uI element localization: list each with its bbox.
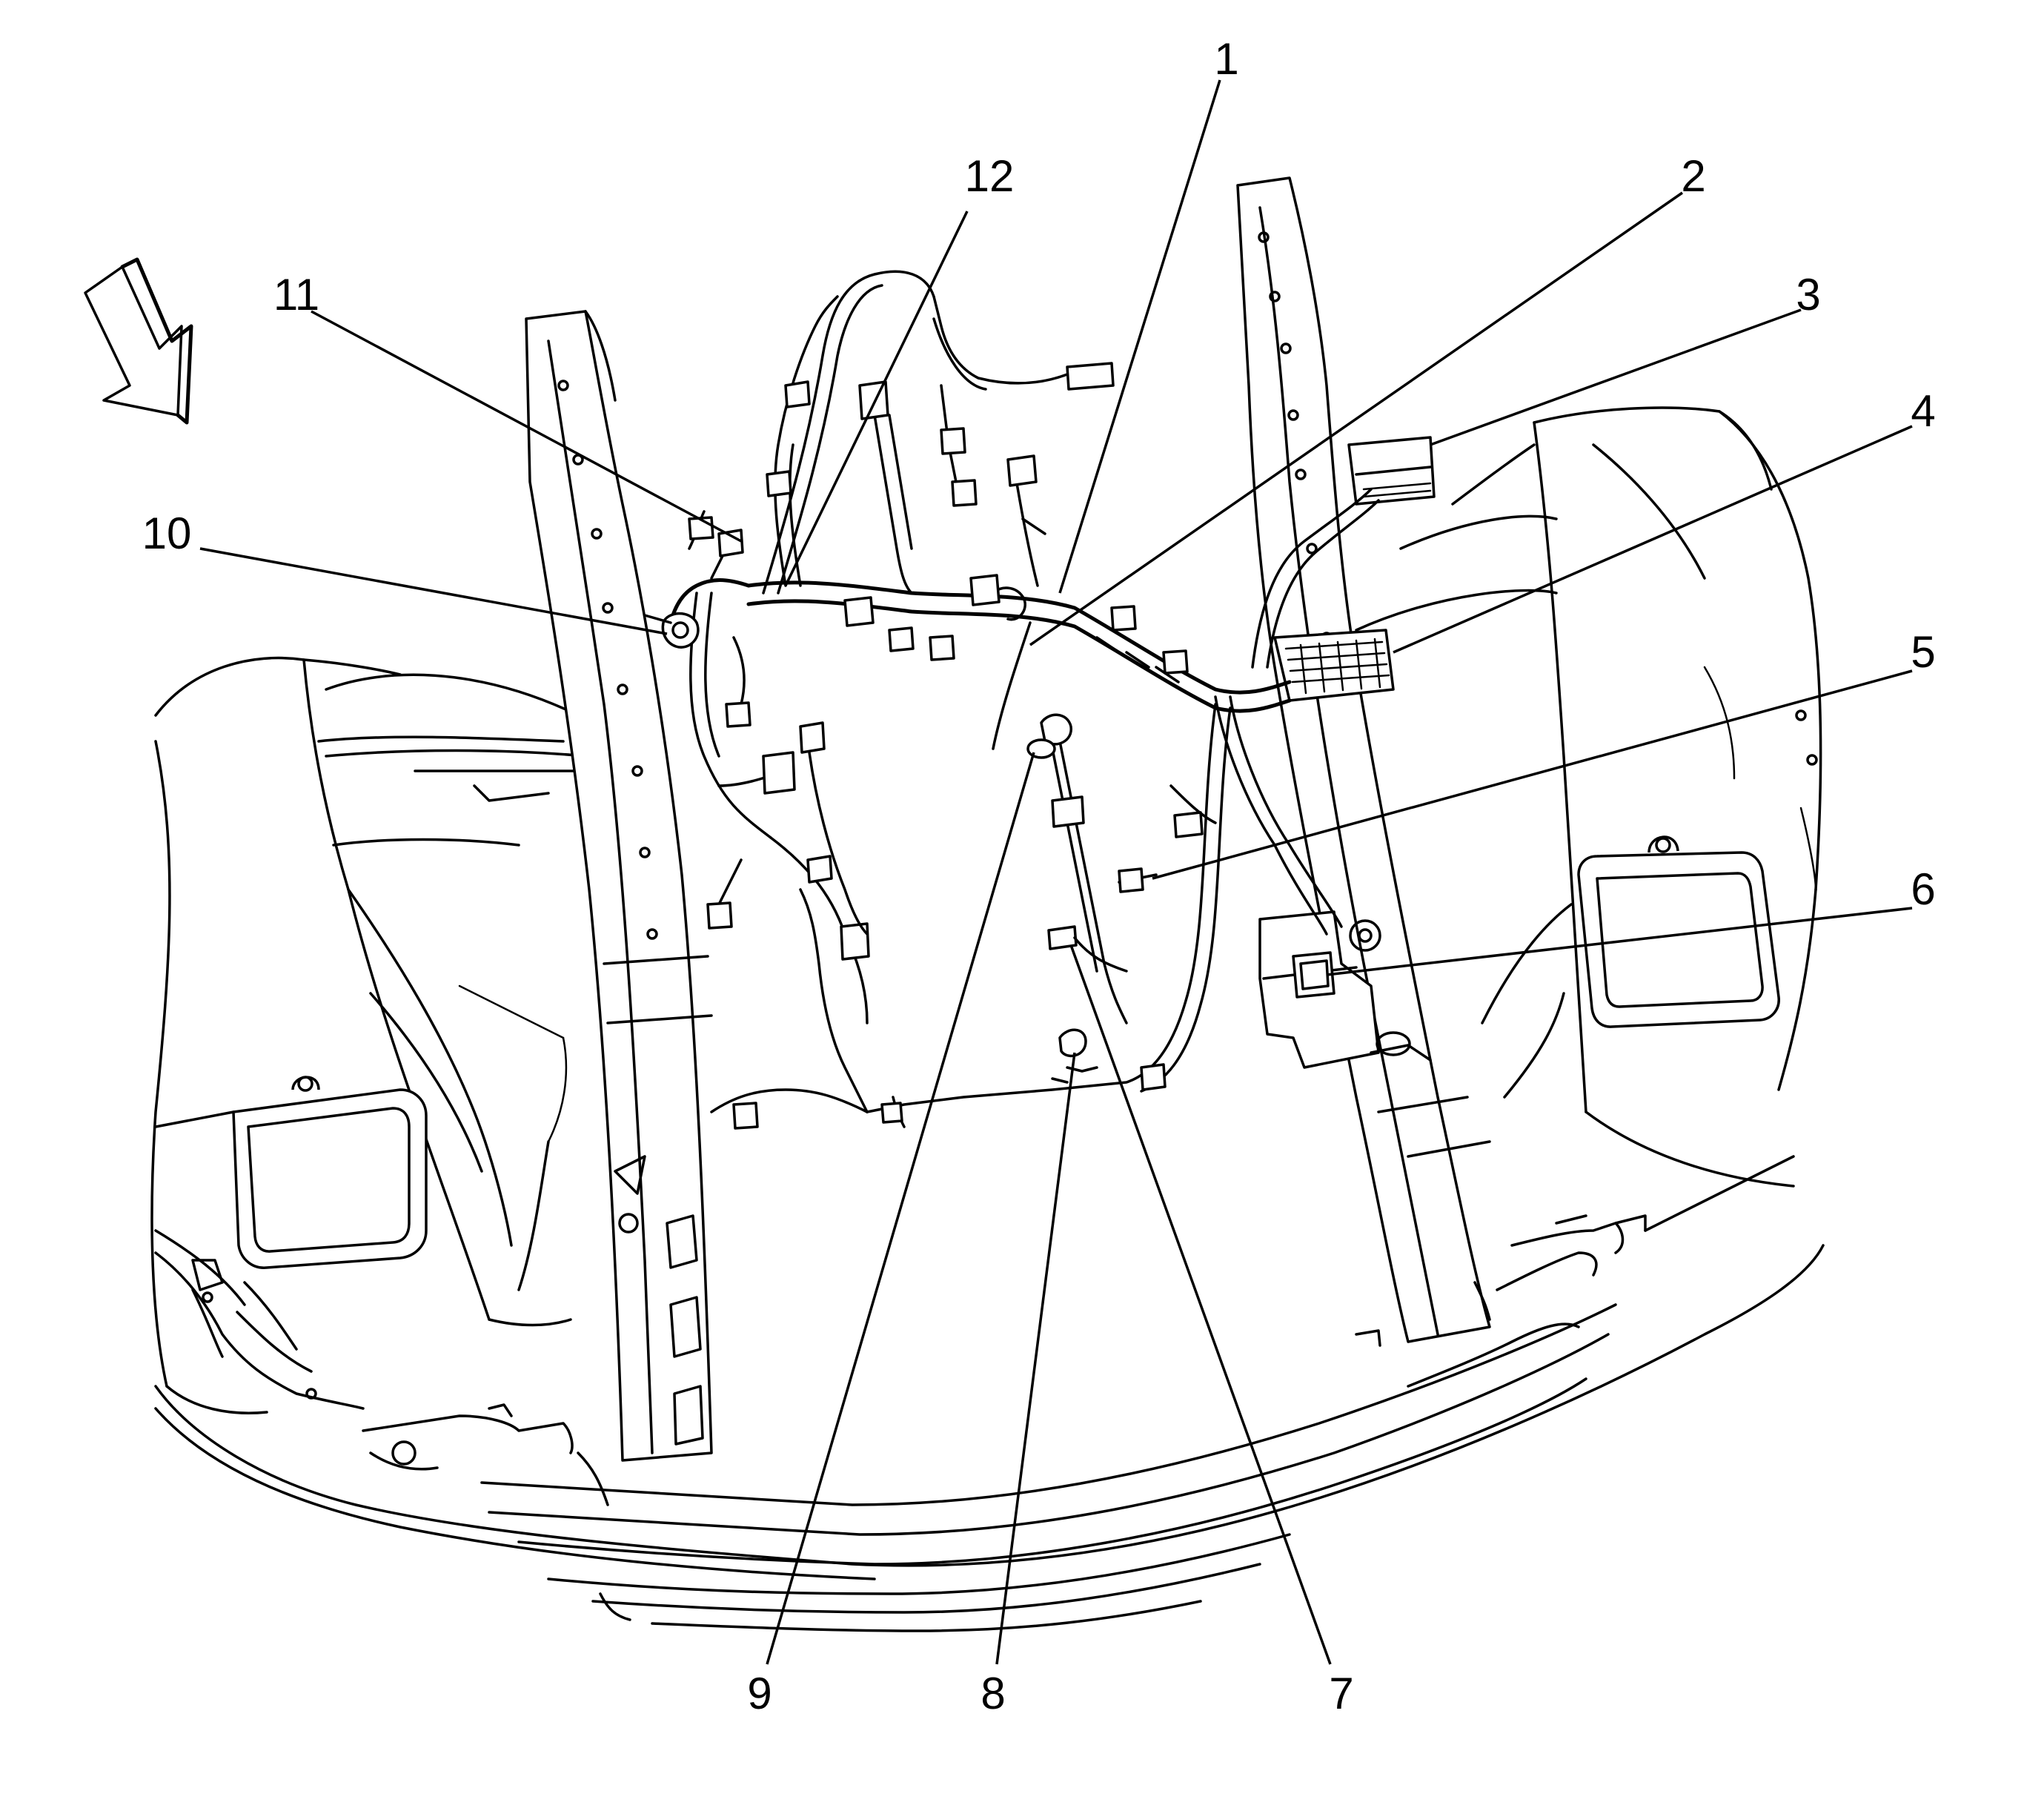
leader-5 <box>1152 669 1913 880</box>
leader-11 <box>311 310 742 543</box>
callout-4: 4 <box>1911 386 1935 436</box>
leader-8 <box>995 1052 1076 1665</box>
left-headlamp-bracket <box>154 1076 428 1306</box>
callout-1: 1 <box>1214 34 1238 84</box>
front-bumper-fascia <box>154 1155 1825 1632</box>
right-relay-block <box>1347 436 1436 506</box>
callout-7: 7 <box>1329 1669 1353 1718</box>
callout-11: 11 <box>273 270 319 320</box>
leader-12 <box>784 211 969 586</box>
callout-10: 10 <box>142 509 192 558</box>
callout-3: 3 <box>1796 270 1820 320</box>
left-frame-rail <box>525 310 713 1462</box>
leader-7 <box>1069 944 1332 1665</box>
leader-3 <box>1430 308 1802 446</box>
right-headlamp-bracket <box>1577 835 1780 1028</box>
leader-10 <box>199 547 668 635</box>
callout-2: 2 <box>1681 151 1705 201</box>
right-side-module-bracket <box>1258 910 1432 1069</box>
callout-6: 6 <box>1911 864 1935 914</box>
leader-9 <box>766 752 1035 1665</box>
right-fuse-block <box>1273 629 1395 702</box>
callout-5: 5 <box>1911 627 1935 677</box>
callout-labels: 1 2 3 4 5 6 7 8 9 10 11 12 <box>142 34 1936 1718</box>
leader-2 <box>1029 191 1683 646</box>
leader-6 <box>1326 907 1913 976</box>
right-frame-rail <box>1236 176 1491 1343</box>
view-direction-arrow-icon <box>84 257 193 425</box>
callout-9: 9 <box>747 1669 772 1718</box>
callout-8: 8 <box>980 1669 1005 1718</box>
right-fender <box>1355 406 1822 1188</box>
leader-4 <box>1393 425 1913 654</box>
leader-lines <box>199 79 1913 1665</box>
left-fender <box>150 656 609 1414</box>
wiring-harness <box>643 270 1380 1130</box>
callout-12: 12 <box>965 151 1015 201</box>
leader-1 <box>1058 79 1221 594</box>
